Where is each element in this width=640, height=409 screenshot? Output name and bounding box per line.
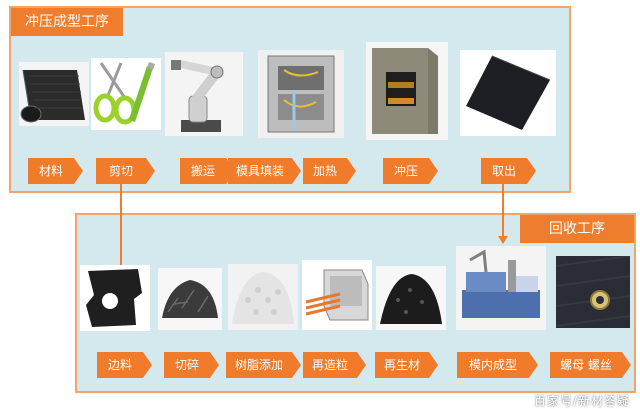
step-remove: 取出 [481,158,536,184]
recycled-granules-icon [376,266,446,330]
molding-connector-line [502,184,504,236]
step-material: 材料 [28,158,83,184]
mold-loading-icon [258,50,344,138]
step-cutting: 剪切 [96,158,155,184]
watermark: 百家号/新材答疑 [533,394,630,408]
step-resin-adding: 树脂添加 [226,352,301,378]
nut-on-plate-icon [556,256,630,328]
step-scrap: 边料 [97,352,152,378]
scrap-piece-icon [80,265,150,331]
step-mold-loading: 模具填装 [228,158,301,184]
step-nuts-screws: 螺母 螺丝 [550,352,631,378]
scrap-connector-line [120,184,122,314]
step-heating: 加热 [303,158,356,184]
shredded-pile-icon [158,268,222,330]
molding-connector-arrow [498,236,508,244]
step-repelletizing: 再造粒 [303,352,366,378]
stamping-press-icon [366,42,448,140]
resin-pellets-icon [228,264,298,330]
extruder-icon [302,260,372,330]
injection-machine-icon [456,246,546,330]
step-stamping: 冲压 [383,158,438,184]
stamping-process-title: 冲压成型工序 [11,8,123,36]
carbon-panel-icon [460,50,556,136]
step-recycled-material: 再生材 [375,352,438,378]
step-in-mold-forming: 模内成型 [457,352,538,378]
carbon-fiber-roll-icon [19,62,89,126]
robot-arm-icon [165,52,243,136]
step-transport: 搬运 [180,158,235,184]
step-shredding: 切碎 [164,352,219,378]
scissors-knife-icon [91,58,161,130]
recycle-process-title: 回收工序 [520,215,634,243]
